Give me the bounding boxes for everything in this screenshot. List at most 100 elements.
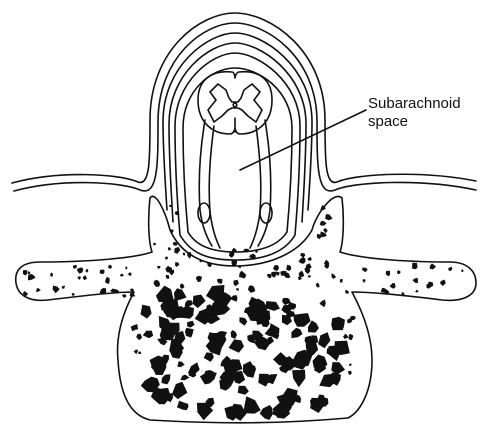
bone-trabecula (397, 270, 400, 274)
bone-trabecula (266, 301, 280, 311)
bone-trabecula (125, 267, 127, 270)
bone-trabecula (180, 375, 189, 381)
bone-trabecula (154, 280, 161, 287)
bone-trabecula (73, 265, 77, 269)
nerve-root-left-b (209, 126, 220, 248)
bone-trabecula (323, 228, 328, 233)
bone-trabecula (105, 277, 109, 284)
bone-trabecula (185, 328, 194, 338)
bone-trabecula (183, 253, 186, 256)
bone-trabecula (308, 320, 319, 332)
bone-trabecula (243, 361, 255, 378)
bone-trabecula (36, 288, 40, 293)
nerve-root-right-a (258, 120, 271, 246)
arachnoid-layer-3 (175, 53, 300, 260)
bone-trabecula (362, 268, 368, 273)
bone-trabecula (310, 398, 324, 413)
bone-trabecula (185, 300, 193, 307)
bone-trabecula (23, 270, 28, 276)
bone-trabecula (180, 283, 185, 289)
arachnoid-layer-1 (163, 33, 312, 210)
bone-trabecula (168, 247, 172, 251)
bone-trabecula (236, 288, 239, 291)
bone-trabecula (28, 274, 36, 280)
bone-trabecula (138, 352, 142, 355)
bone-trabecula (122, 294, 127, 298)
bone-trabecula (319, 374, 336, 388)
bone-trabecula (286, 265, 291, 271)
subarachnoid-space-label-line1: Subarachnoid (368, 95, 461, 113)
bone-trabecula (461, 269, 464, 272)
bone-trabecula (128, 273, 131, 277)
label-leader-line (240, 110, 366, 170)
bone-trabecula (271, 272, 277, 278)
bone-trabecula (83, 275, 87, 280)
bone-trabecula (196, 276, 202, 282)
bone-trabecula (348, 371, 352, 375)
subarachnoid-space-label-line2: space (368, 113, 408, 131)
bone-trabecula (349, 363, 352, 366)
bone-trabecula (430, 263, 436, 269)
bone-trabecula (175, 262, 179, 267)
bone-trabecula (350, 316, 356, 321)
bone-trabecula (100, 270, 105, 275)
bone-trabecula (412, 263, 418, 269)
bone-trabecula (260, 405, 273, 420)
bone-trabecula (320, 221, 327, 226)
bone-trabecula (177, 361, 184, 367)
bone-trabecula (224, 406, 238, 421)
bone-trabecula (165, 257, 168, 260)
bone-trabecula (440, 280, 446, 287)
bone-trabecula (131, 324, 139, 331)
bone-trabecula (234, 280, 239, 287)
bone-trabecula (156, 286, 174, 302)
bone-trabecula (311, 335, 319, 343)
bone-trabecula (204, 352, 214, 362)
cancellous-bone-pattern (23, 205, 464, 421)
bone-trabecula (50, 273, 53, 278)
bone-trabecula (85, 269, 88, 273)
bone-trabecula (294, 313, 311, 327)
bone-trabecula (248, 285, 255, 292)
bone-trabecula (292, 370, 305, 388)
bone-trabecula (62, 286, 65, 289)
bone-trabecula (143, 331, 153, 339)
bone-trabecula (328, 345, 341, 361)
bone-trabecula (238, 386, 249, 395)
bone-trabecula (231, 295, 238, 302)
bone-trabecula (130, 288, 135, 291)
bone-trabecula (166, 275, 170, 279)
bone-trabecula (299, 257, 306, 264)
bone-trabecula (108, 265, 112, 269)
bone-trabecula (413, 278, 419, 283)
bone-trabecula (325, 214, 333, 220)
bone-trabecula (316, 283, 320, 288)
bone-trabecula (229, 339, 245, 352)
bone-trabecula (273, 265, 279, 271)
bone-trabecula (77, 276, 81, 280)
bone-trabecula (231, 330, 237, 339)
bone-trabecula (427, 282, 433, 288)
bone-trabecula (53, 285, 60, 293)
bone-trabecula (153, 243, 156, 246)
bone-trabecula (187, 321, 195, 328)
bone-trabecula (28, 271, 31, 274)
bone-trabecula (389, 283, 395, 289)
bone-trabecula (120, 274, 124, 277)
bone-trabecula (175, 211, 180, 215)
bone-trabecula (308, 275, 311, 278)
bone-trabecula (193, 295, 206, 309)
bone-trabecula (386, 271, 391, 277)
bone-trabecula (415, 290, 418, 293)
bone-trabecula (345, 290, 349, 294)
central-canal (233, 103, 237, 107)
bone-trabecula (141, 305, 152, 319)
bone-trabecula (174, 247, 180, 254)
bone-trabecula (331, 317, 345, 331)
bone-trabecula (304, 267, 310, 274)
bone-trabecula (239, 317, 247, 326)
bone-trabecula (172, 382, 188, 399)
bone-trabecula (291, 328, 302, 338)
bone-trabecula (243, 396, 260, 413)
bone-trabecula (165, 266, 172, 273)
